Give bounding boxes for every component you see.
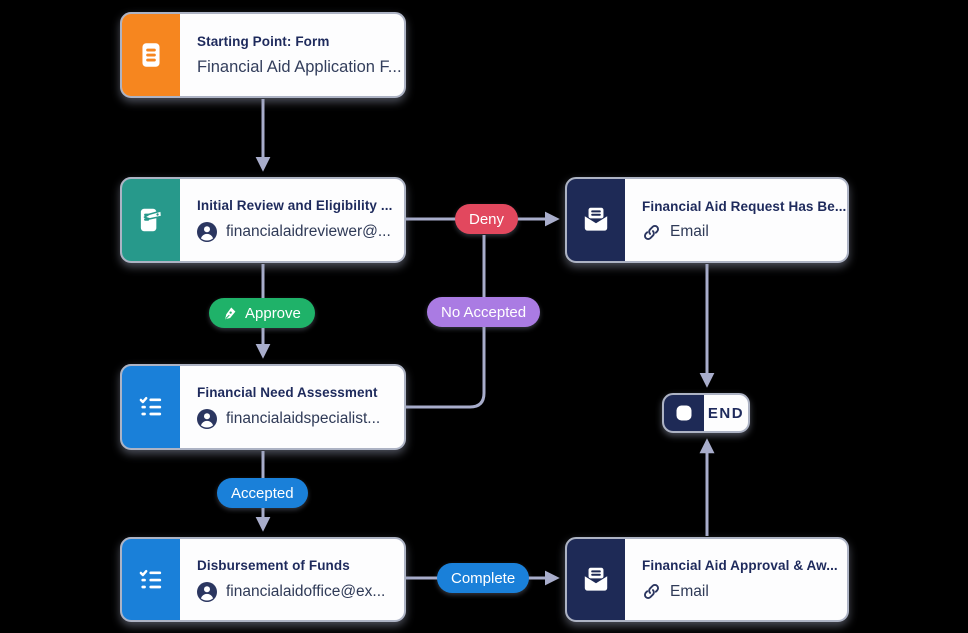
edge-assessment-to-deny-line: [406, 235, 486, 409]
edge-label-complete[interactable]: Complete: [437, 563, 530, 593]
email-open-icon: [584, 207, 608, 231]
badge-text: Approve: [245, 304, 301, 322]
node-initial-review[interactable]: Initial Review and Eligibility ... finan…: [120, 177, 406, 263]
checklist-icon: [139, 396, 162, 416]
review-accent-panel: [122, 179, 180, 261]
badge-text: No Accepted: [441, 303, 527, 321]
node-disbursement-of-funds[interactable]: Disbursement of Funds financialaidoffice…: [120, 537, 406, 622]
channel-label: Email: [670, 223, 709, 240]
node-title: Initial Review and Eligibility ...: [197, 198, 393, 213]
node-email-approval-award[interactable]: Financial Aid Approval & Aw... Email: [565, 537, 849, 622]
node-financial-need-assessment[interactable]: Financial Need Assessment financialaidsp…: [120, 364, 406, 450]
link-icon: [644, 584, 659, 599]
end-accent-panel: [664, 395, 704, 431]
badge-text: Deny: [469, 210, 505, 228]
node-title: Financial Aid Request Has Be...: [642, 198, 847, 214]
channel-label: Email: [670, 582, 709, 600]
node-title: Financial Need Assessment: [197, 385, 378, 400]
node-title: Starting Point: Form: [197, 33, 330, 49]
edge-label-accepted[interactable]: Accepted: [217, 478, 308, 508]
person-icon: [197, 581, 217, 602]
checklist-accent-panel: [122, 539, 180, 620]
end-label: END: [707, 404, 745, 422]
link-icon: [644, 224, 659, 240]
edge-label-no-accepted[interactable]: No Accepted: [427, 297, 541, 327]
stop-icon: [676, 405, 692, 421]
node-end[interactable]: END: [662, 393, 750, 433]
edge-label-approve[interactable]: Approve: [209, 298, 315, 328]
badge-text: Accepted: [231, 484, 294, 502]
form-accent-panel: [122, 14, 180, 96]
node-starting-point-form[interactable]: Starting Point: Form Financial Aid Appli…: [120, 12, 406, 98]
assignee-email: financialaidspecialist...: [226, 410, 381, 427]
form-icon: [142, 43, 160, 67]
email-open-icon: [584, 567, 608, 591]
checklist-icon: [139, 569, 162, 588]
node-title: Financial Aid Approval & Aw...: [642, 558, 838, 573]
email-accent-panel: [567, 179, 625, 261]
assignee-email: financialaidreviewer@...: [226, 223, 391, 240]
person-icon: [197, 409, 217, 429]
checklist-accent-panel: [122, 366, 180, 448]
edge-label-deny[interactable]: Deny: [455, 204, 519, 234]
node-email-request-denied[interactable]: Financial Aid Request Has Be... Email: [565, 177, 849, 263]
review-pen-icon: [140, 208, 163, 232]
person-icon: [197, 222, 217, 242]
node-title: Disbursement of Funds: [197, 557, 350, 573]
email-accent-panel: [567, 539, 625, 620]
form-name: Financial Aid Application F...: [197, 57, 402, 76]
assignee-email: financialaidoffice@ex...: [226, 582, 386, 600]
pen-nib-icon: [225, 307, 236, 319]
badge-text: Complete: [451, 569, 516, 587]
